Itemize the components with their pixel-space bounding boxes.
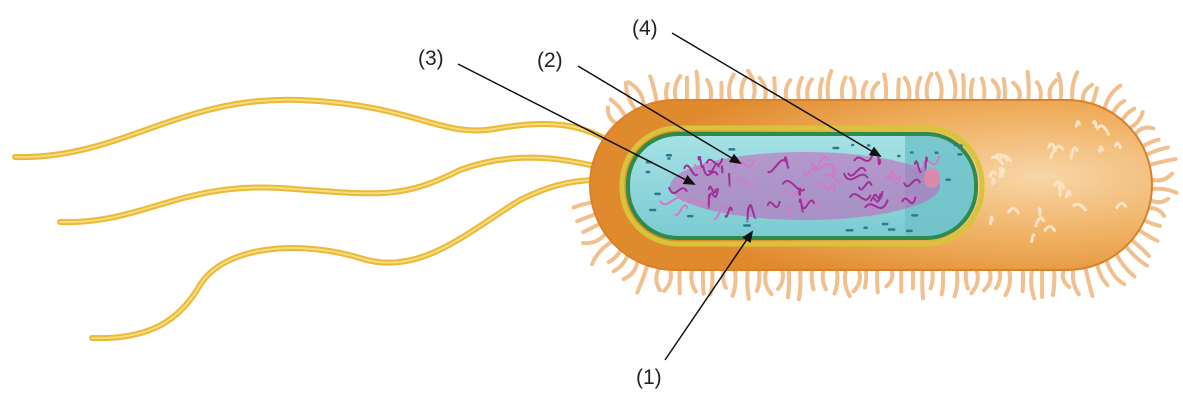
ribosome [851, 144, 854, 147]
pilus [1147, 159, 1176, 166]
pilus [1028, 72, 1029, 103]
ribosome [728, 148, 735, 151]
pilus [845, 267, 850, 296]
pilus [1058, 74, 1061, 103]
pilus [884, 75, 886, 104]
ribosome [846, 229, 854, 232]
ribosome [646, 171, 651, 174]
ribosome [867, 144, 871, 147]
label-3: (3) [418, 48, 444, 69]
pilus [747, 267, 749, 299]
label-4: (4) [632, 18, 658, 39]
pilus [675, 76, 680, 103]
pilus [788, 267, 789, 297]
dna-strand [722, 166, 723, 172]
pilus [748, 71, 755, 103]
ribosome [832, 147, 839, 150]
pilus [650, 76, 657, 105]
ribosome [882, 223, 889, 226]
inclusion-squiggle [991, 217, 993, 224]
pilus [942, 267, 943, 294]
pilus [1005, 267, 1010, 295]
dna-strand [747, 208, 748, 221]
flagellum-highlight [15, 100, 615, 157]
ribosome [910, 151, 914, 154]
dna-strand [799, 188, 800, 195]
pilus [729, 75, 734, 103]
ribosome [911, 214, 918, 217]
pilus [637, 263, 648, 293]
pilus [927, 74, 932, 103]
inclusion-squiggle [993, 179, 994, 184]
inclusion-squiggle [1099, 147, 1102, 151]
ribosome [667, 157, 671, 160]
flagellum [15, 100, 615, 157]
pilus [1149, 189, 1177, 193]
pilus [828, 71, 832, 103]
pilus [955, 267, 958, 296]
ribosome [863, 227, 868, 230]
pilus [1073, 267, 1079, 295]
pilus [733, 267, 736, 296]
ribosome [654, 193, 661, 196]
ribosome [897, 155, 901, 158]
ribosome [946, 179, 952, 182]
dna-strand [834, 184, 835, 190]
label-1: (1) [636, 367, 662, 388]
dna-strand [815, 203, 817, 209]
flagella-group [15, 100, 615, 338]
pilus [950, 71, 955, 103]
pilus [937, 73, 942, 103]
dna-strand [729, 174, 730, 186]
pilus [1072, 72, 1077, 103]
inclusion-squiggle [1060, 185, 1061, 196]
ribosome [687, 215, 693, 218]
ribosome [666, 154, 672, 157]
flagellum [60, 158, 612, 223]
ribosome [888, 228, 896, 231]
pilus [799, 267, 801, 299]
pilus [922, 267, 923, 299]
ribosome [960, 144, 963, 147]
pilus [1124, 244, 1147, 266]
ribosome [953, 144, 957, 147]
ribosome [906, 230, 913, 233]
pilus [703, 267, 704, 294]
label-2: (2) [537, 50, 563, 71]
pilus [697, 72, 698, 103]
pilus [765, 267, 771, 294]
ribosome [649, 209, 656, 212]
pilus [1085, 265, 1092, 296]
pilus [1053, 267, 1054, 295]
ribosome [743, 224, 751, 227]
pilus [963, 75, 964, 103]
inclusion-squiggle [1039, 209, 1040, 215]
pilus [1031, 267, 1034, 298]
ribosome [957, 153, 962, 156]
ribosome [935, 152, 939, 155]
